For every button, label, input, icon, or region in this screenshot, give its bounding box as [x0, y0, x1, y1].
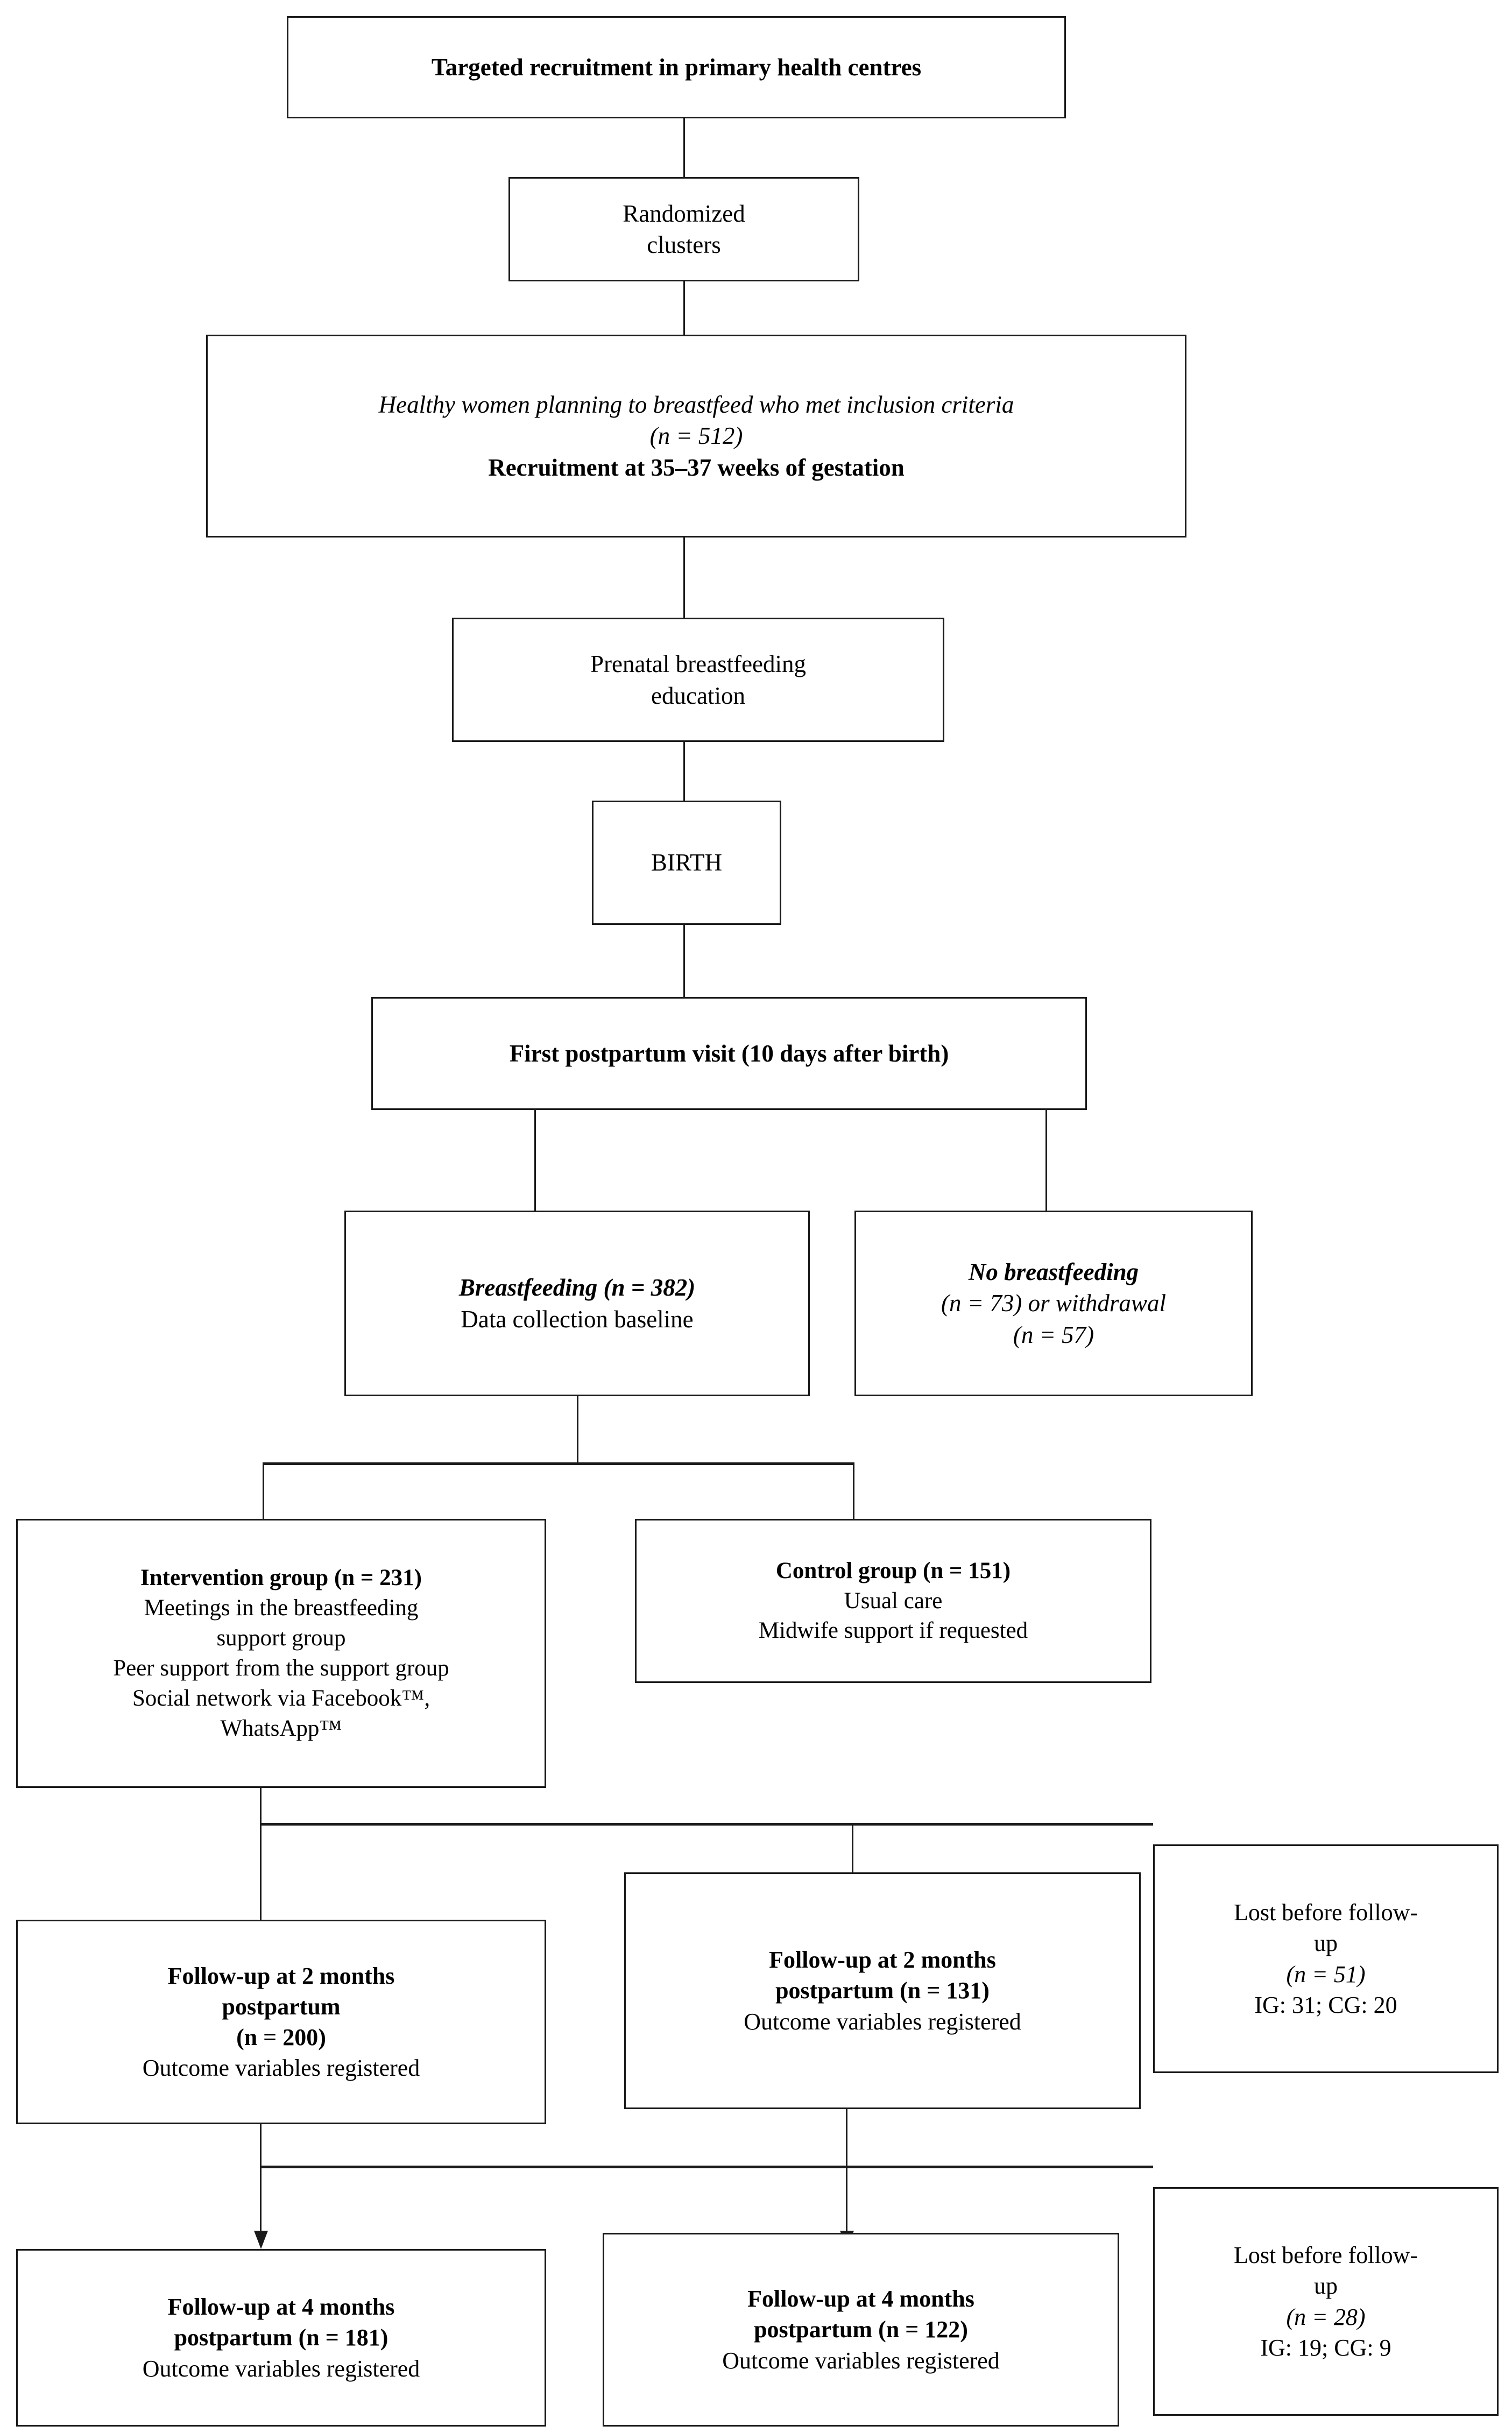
- followup2m-ig-line-2: postpartum: [222, 1993, 341, 2020]
- node-intervention-group[interactable]: Intervention group (n = 231) Meetings in…: [16, 1519, 546, 1788]
- node-lost-before-followup-2m[interactable]: Lost before follow- up (n = 51) IG: 31; …: [1153, 1844, 1499, 2073]
- recruitment-line-1: Targeted recruitment in primary health c…: [431, 53, 922, 81]
- followup2m-cg-line-2: postpartum (n = 131): [775, 1977, 990, 2004]
- lost2m-line-2: up: [1314, 1930, 1338, 1957]
- followup2m-ig-line-1: Follow-up at 2 months: [167, 1962, 395, 1989]
- followup4m-cg-line-3: Outcome variables registered: [722, 2347, 1000, 2374]
- node-followup-2m-intervention[interactable]: Follow-up at 2 months postpartum (n = 20…: [16, 1920, 546, 2124]
- connector-recruitment-to-clusters: [683, 118, 685, 177]
- lost2m-line-4: IG: 31; CG: 20: [1254, 1991, 1397, 2018]
- connector-birth-to-first-visit: [683, 924, 685, 997]
- lost4m-line-4: IG: 19; CG: 9: [1260, 2334, 1391, 2361]
- intervention-line-4: Peer support from the support group: [113, 1656, 449, 1681]
- connector-prenatal-to-birth: [683, 741, 685, 801]
- control-line-1: Control group (n = 151): [775, 1558, 1011, 1583]
- node-followup-4m-intervention[interactable]: Follow-up at 4 months postpartum (n = 18…: [16, 2249, 546, 2427]
- lost4m-line-1: Lost before follow-: [1233, 2242, 1418, 2269]
- node-followup-4m-control[interactable]: Follow-up at 4 months postpartum (n = 12…: [603, 2233, 1119, 2427]
- eligible-line-1: Healthy women planning to breastfeed who…: [378, 391, 1014, 418]
- connector-first-visit-to-no-breastfeeding: [1045, 1109, 1047, 1212]
- lost2m-line-3: (n = 51): [1286, 1961, 1366, 1988]
- arrowhead-4m-intervention: [254, 2231, 268, 2249]
- node-control-group[interactable]: Control group (n = 151) Usual care Midwi…: [635, 1519, 1151, 1683]
- followup4m-cg-line-2: postpartum (n = 122): [754, 2316, 968, 2343]
- clusters-line-2: clusters: [647, 231, 721, 258]
- node-randomized-clusters[interactable]: Randomized clusters: [508, 177, 859, 281]
- intervention-line-5: Social network via Facebook™,: [132, 1685, 430, 1711]
- connector-allocation-bus: [263, 1462, 854, 1465]
- connector-first-visit-to-breastfeeding: [534, 1109, 536, 1212]
- node-recruitment[interactable]: Targeted recruitment in primary health c…: [287, 16, 1066, 118]
- clusters-line-1: Randomized: [623, 200, 745, 227]
- connector-intervention-down-2m: [260, 1786, 262, 1921]
- birth-line-1: BIRTH: [651, 849, 723, 876]
- intervention-line-1: Intervention group (n = 231): [140, 1565, 422, 1591]
- connector-2m-lost-bus: [260, 1823, 1153, 1826]
- node-eligible-women[interactable]: Healthy women planning to breastfeed who…: [206, 335, 1186, 537]
- followup4m-cg-line-1: Follow-up at 4 months: [747, 2286, 974, 2312]
- no-breastfeeding-line-3: (n = 57): [1013, 1321, 1094, 1348]
- node-birth[interactable]: BIRTH: [592, 801, 781, 925]
- node-no-breastfeeding[interactable]: No breastfeeding (n = 73) or withdrawal …: [854, 1211, 1253, 1396]
- connector-eligible-to-prenatal: [683, 537, 685, 618]
- eligible-line-3: Recruitment at 35–37 weeks of gestation: [488, 454, 905, 481]
- control-line-3: Midwife support if requested: [758, 1618, 1028, 1644]
- connector-bus-to-intervention: [263, 1462, 264, 1519]
- followup4m-ig-line-1: Follow-up at 4 months: [167, 2294, 395, 2321]
- prenatal-line-1: Prenatal breastfeeding: [590, 650, 807, 677]
- no-breastfeeding-line-2: (n = 73) or withdrawal: [941, 1290, 1166, 1317]
- connector-bus-to-control: [853, 1462, 854, 1519]
- lost4m-line-3: (n = 28): [1286, 2303, 1366, 2330]
- connector-4m-lost-bus: [260, 2166, 1153, 2168]
- intervention-line-3: support group: [216, 1625, 346, 1651]
- node-breastfeeding[interactable]: Breastfeeding (n = 382) Data collection …: [344, 1211, 810, 1396]
- node-first-postpartum-visit[interactable]: First postpartum visit (10 days after bi…: [371, 997, 1087, 1110]
- lost2m-line-1: Lost before follow-: [1233, 1899, 1418, 1926]
- connector-2m-control-down-4m: [846, 2108, 847, 2241]
- connector-breastfeeding-down: [577, 1396, 578, 1463]
- prenatal-line-2: education: [651, 682, 745, 709]
- followup2m-ig-line-3: (n = 200): [236, 2024, 326, 2050]
- node-prenatal-education[interactable]: Prenatal breastfeeding education: [452, 618, 944, 742]
- eligible-line-2: (n = 512): [649, 422, 743, 450]
- followup2m-ig-line-4: Outcome variables registered: [142, 2055, 420, 2082]
- connector-2m-bus-to-control-followup: [852, 1823, 853, 1874]
- connector-clusters-to-eligible: [683, 281, 685, 335]
- intervention-line-6: WhatsApp™: [220, 1715, 342, 1741]
- connector-2m-intervention-down-4m: [260, 2124, 262, 2241]
- followup2m-cg-line-1: Follow-up at 2 months: [769, 1947, 996, 1974]
- control-line-2: Usual care: [844, 1588, 943, 1614]
- intervention-line-2: Meetings in the breastfeeding: [144, 1595, 419, 1621]
- lost4m-line-2: up: [1314, 2273, 1338, 2300]
- breastfeeding-line-2: Data collection baseline: [461, 1305, 694, 1333]
- followup2m-cg-line-3: Outcome variables registered: [744, 2008, 1021, 2035]
- first-visit-line-1: First postpartum visit (10 days after bi…: [509, 1039, 949, 1067]
- node-followup-2m-control[interactable]: Follow-up at 2 months postpartum (n = 13…: [624, 1872, 1141, 2109]
- breastfeeding-line-1: Breastfeeding (n = 382): [458, 1274, 696, 1301]
- followup4m-ig-line-2: postpartum (n = 181): [174, 2324, 388, 2351]
- followup4m-ig-line-3: Outcome variables registered: [142, 2355, 420, 2382]
- no-breastfeeding-line-1: No breastfeeding: [968, 1258, 1139, 1285]
- node-lost-before-followup-4m[interactable]: Lost before follow- up (n = 28) IG: 19; …: [1153, 2187, 1499, 2416]
